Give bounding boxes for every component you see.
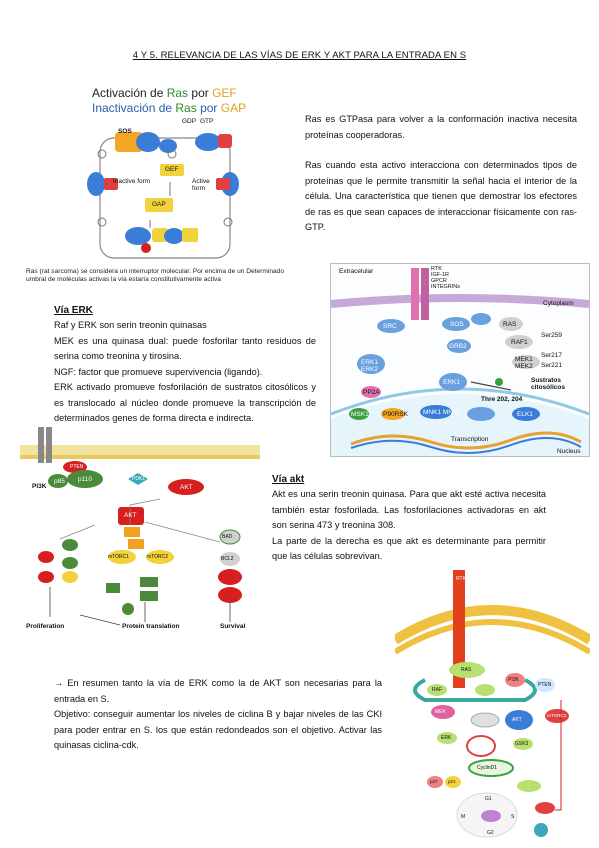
transcription-label: Transcription [451,436,489,443]
erk-section: Vía ERK Raf y ERK son serin treonin quin… [54,305,316,427]
ser217-label: Ser217 [541,352,562,359]
cyclind-label: CyclinD1 [477,765,498,771]
akt-pathway-figure: PTEN PI3K p85 p110 PDK1 AKT AKT mTORC1 m… [20,427,260,635]
gdp-label: GDP [182,118,197,125]
akt-label: AKT [124,512,137,519]
summary-p2: Objetivo: conseguir aumentar los niveles… [54,709,382,750]
bcl2-label: BCL2 [221,556,234,562]
ras-cycle-label: RAS [461,667,472,673]
ras-text-p1: Ras es GTPasa para volver a la conformac… [305,114,577,140]
gsk3-cycle-label: GSK3 [515,741,529,747]
ras-text-p2: Ras cuando esta activo interacciona con … [305,160,577,232]
erk-p2: MEK es una quinasa dual: puede fosforila… [54,335,316,362]
mek-cycle-label: MEK [435,709,446,715]
pdk1-label: PDK1 [132,476,146,482]
raf-label: RAF1 [511,339,528,346]
mtorc2-label: mTORC2 [147,554,169,560]
active-label: Active form [192,178,210,192]
akt-heading: Vía akt [272,474,305,485]
rtk-label: RTK [456,576,466,582]
mtorc2-cycle-label: mTORC2 [547,713,567,718]
mtorc1-label: mTORC1 [108,554,130,560]
bad-label: BAD [222,534,233,540]
p21-label: p21 [448,779,456,784]
ras-erk-label: RAS [503,321,517,328]
cytoplasm-label: Cytoplasm [543,300,574,307]
akt-p1: Akt es una serin treonin quinasa. Para q… [272,489,546,530]
akt-top-label: AKT [180,484,193,491]
mek2-label: MEK2 [515,363,533,370]
receptor-list: RTK IGF-1R GPCR INTEGRINs [431,266,461,290]
protein-translation-label: Protein translation [122,623,180,630]
erk-p1: Raf y ERK son serin treonin quinasas [54,320,207,330]
sos-erk-label: SOS [450,321,464,328]
summary-section: → En resumen tanto la vía de ERK como la… [54,676,382,754]
survival-label: Survival [220,623,246,630]
p27-label: p27 [430,779,438,784]
pi3k-cycle-label: PI3K [508,677,519,683]
p110-label: p110 [78,476,92,483]
nucleus-label: Nucleus [557,448,581,455]
pp2a-label: PP2A [363,389,380,396]
grb2-label: GRB2 [449,343,467,350]
thr-label: Thre 202, 204 [481,396,523,403]
src-label: SRC [383,323,397,330]
sos-label: SOS [118,128,132,135]
erk1-label: ERK1 [361,359,378,366]
ras-figure-caption: Ras (rat sarcoma) se considera un interr… [26,268,285,283]
g1-label: G1 [485,796,492,802]
extracelular-label: Extracelular [339,268,374,275]
gef-label: GEF [165,166,179,173]
erk2-label: ERK2 [361,366,378,373]
s-label: S [511,814,515,820]
akt-section: Vía akt Akt es una serin treonin quinasa… [272,474,546,565]
sustratos-label: Sustratos citosólicos [531,377,565,391]
mnk-label: MNK1 MNK2 [423,409,461,416]
cell-cycle-figure: RTK RAS RAF PI3K PTEN MEK AKT mTORC2 ERK… [395,570,590,845]
summary-p1: → En resumen tanto la vía de ERK como la… [54,678,382,704]
proliferation-label: Proliferation [26,623,65,630]
erk-p4: ERK activado promueve fosforilación de s… [54,382,316,423]
g2-label: G2 [487,830,494,836]
pten-akt-label: PTEN [70,464,84,470]
ras-figure-title: Activación de Ras por GEF Inactivación d… [92,86,247,115]
ser259-label: Ser259 [541,332,562,339]
erk-cycle-label: ERK [441,735,452,741]
erk-heading: Vía ERK [54,305,93,316]
pten-cycle-label: PTEN [538,682,552,688]
raf-cycle-label: RAF [432,687,442,693]
mek1-label: MEK1 [515,356,533,363]
akt-cycle-label: AKT [512,717,522,723]
ras-cycle-figure: Activación de Ras por GEF Inactivación d… [20,82,305,294]
p85-label: p85 [54,478,65,485]
pi3k-label: PI3K [32,483,47,490]
inactive-label: Inactive form [113,178,151,185]
ras-text: Ras es GTPasa para volver a la conformac… [305,112,577,236]
erk-p3: NGF: factor que promueve supervivencia (… [54,366,263,377]
page-title: 4 Y 5. RELEVANCIA DE LAS VÍAS DE ERK Y A… [132,50,467,61]
p90rsk-label: P90RSK [383,411,408,418]
gap-label: GAP [152,201,166,208]
m-label: M [461,814,466,820]
elk1-label: ELK1 [517,411,533,418]
erk-pathway-figure: Extracelular Cytoplasm Nucleus RTK IGF-1… [330,263,590,457]
ser221-label: Ser221 [541,362,562,369]
gtp-label: GTP [200,118,214,125]
erk-active-label: ERK1 [443,379,460,386]
akt-p2: La parte de la derecha es que akt es det… [272,535,546,562]
msk1-label: MSK1 [351,411,369,418]
